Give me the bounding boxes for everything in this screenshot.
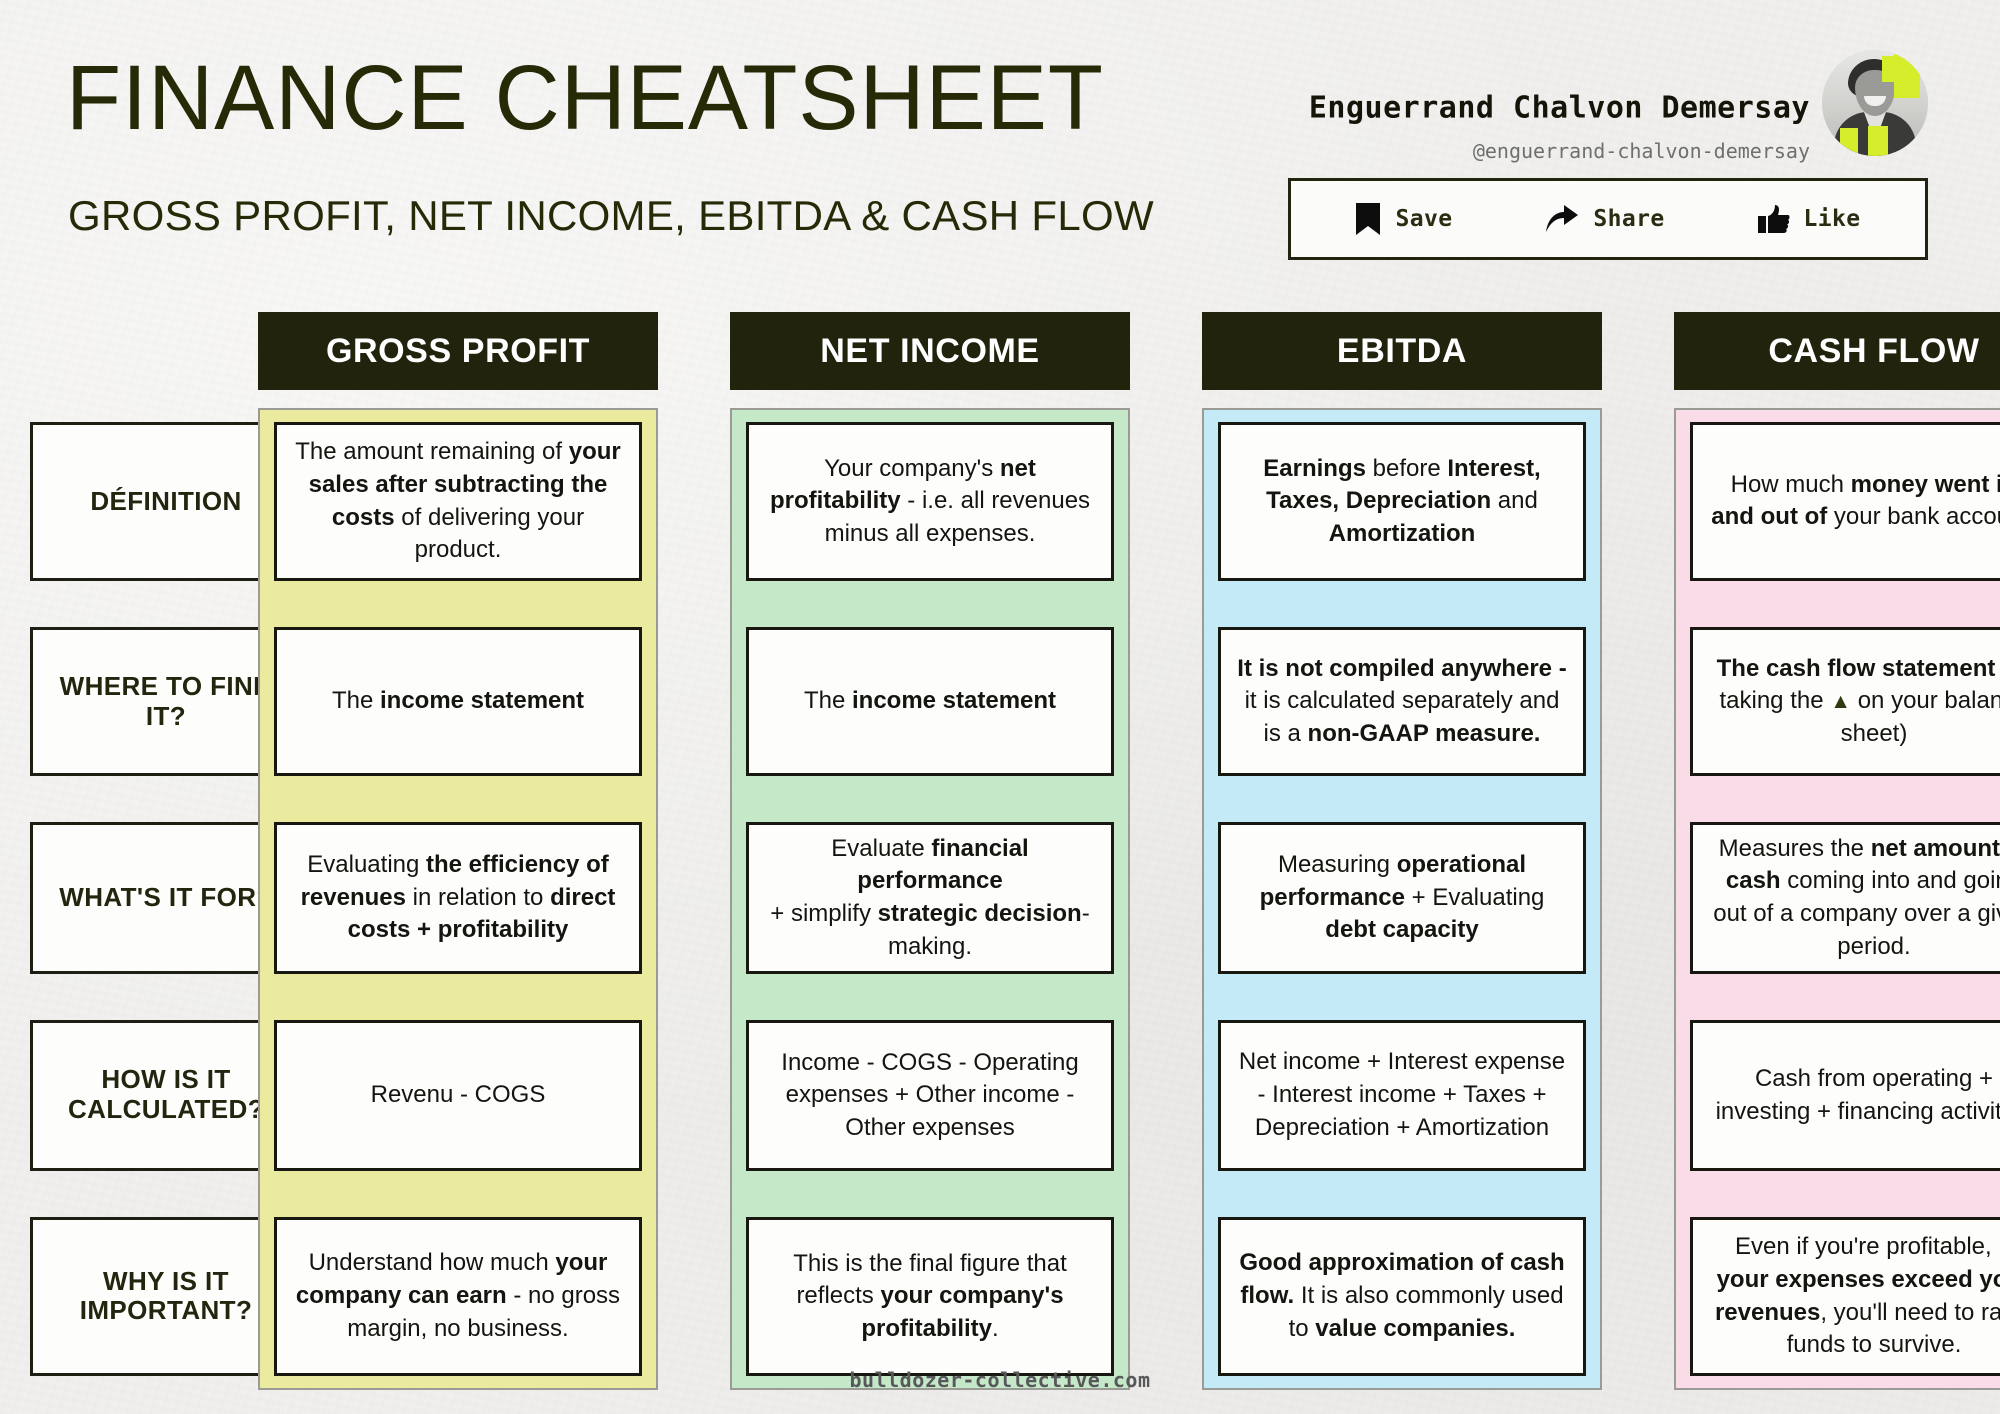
- save-button[interactable]: Save: [1355, 202, 1452, 236]
- row-label-d-finition: DÉFINITION: [30, 422, 302, 582]
- column-header-row: GROSS PROFIT NET INCOME EBITDA CASH FLOW: [30, 312, 2000, 390]
- row-label-why-is-it-important: WHY IS IT IMPORTANT?: [30, 1216, 302, 1377]
- column-header-label: EBITDA: [1336, 331, 1468, 370]
- cell-net_income-row4: Income - COGS - Operating expenses + Oth…: [746, 1020, 1114, 1172]
- cell-text: Evaluating the efficiency of revenues in…: [300, 851, 616, 944]
- row-label-text: WHY IS IT IMPORTANT?: [79, 1265, 253, 1326]
- avatar-accent-shape: [1840, 128, 1858, 156]
- column-header-label: CASH FLOW: [1768, 331, 1980, 370]
- cell-net_income-row2: The income statement: [746, 626, 1114, 777]
- cell-text: How much money went in and out of your b…: [1711, 470, 2000, 531]
- column-header-ebitda: EBITDA: [1202, 312, 1602, 390]
- cell-cash_flow-row4: Cash from operating + investing + financ…: [1690, 1020, 2000, 1172]
- cell-text: Even if you're profitable, if your expen…: [1714, 1233, 2000, 1359]
- row-label-text: HOW IS IT CALCULATED?: [68, 1064, 264, 1125]
- author-name: Enguerrand Chalvon Demersay: [1308, 90, 1810, 126]
- cell-gross_profit-row2: The income statement: [274, 627, 642, 777]
- cell-cash_flow-row1: How much money went in and out of your b…: [1690, 422, 2000, 581]
- page-subtitle: GROSS PROFIT, NET INCOME, EBITDA & CASH …: [68, 192, 1154, 239]
- cell-ebitda-row5: Good approximation of cash flow. It is a…: [1218, 1216, 1586, 1377]
- cell-net_income-row5: This is the final figure that reflects y…: [746, 1217, 1114, 1377]
- cell-text: It is not compiled anywhere - it is calc…: [1237, 654, 1567, 748]
- cell-text: Cash from operating + investing + financ…: [1715, 1064, 2000, 1125]
- cell-gross_profit-row5: Understand how much your company can ear…: [274, 1216, 642, 1377]
- row-label-how-is-it-calculated: HOW IS IT CALCULATED?: [30, 1019, 302, 1171]
- author-block: Enguerrand Chalvon Demersay @enguerrand-…: [1308, 48, 1928, 163]
- cell-text: Net income + Interest expense - Interest…: [1238, 1048, 1566, 1141]
- share-arrow-icon: [1546, 205, 1579, 232]
- row-label-where-to-find-it: WHERE TO FIND IT?: [30, 627, 302, 777]
- column-header-label: NET INCOME: [820, 331, 1040, 370]
- avatar-accent-shape: [1868, 126, 1888, 156]
- column-header-net-income: NET INCOME: [730, 312, 1130, 390]
- avatar-accent-shape: [1882, 56, 1894, 82]
- cell-cash_flow-row2: The cash flow statement (or taking the ▲…: [1690, 626, 2000, 777]
- cell-text: The income statement: [803, 687, 1057, 715]
- save-button-label: Save: [1395, 206, 1453, 232]
- author-handle: @enguerrand-chalvon-demersay: [1472, 139, 1810, 163]
- cell-ebitda-row1: Earnings before Interest, Taxes, Depreci…: [1218, 422, 1586, 582]
- row-label-text: WHERE TO FIND IT?: [59, 670, 273, 731]
- thumbs-up-icon: [1757, 205, 1790, 233]
- row-label-what-s-it-for: WHAT'S IT FOR?: [30, 822, 302, 974]
- cell-net_income-row1: Your company's net profitability - i.e. …: [746, 422, 1114, 581]
- cell-text: Understand how much your company can ear…: [295, 1249, 621, 1342]
- cell-cash_flow-row3: Measures the net amount of cash coming i…: [1690, 822, 2000, 975]
- column-header-cash-flow: CASH FLOW: [1674, 312, 2000, 390]
- cell-text: Evaluate financial performance+ simplify…: [770, 834, 1090, 960]
- cell-text: Good approximation of cash flow. It is a…: [1239, 1249, 1565, 1342]
- cell-text: The amount remaining of your sales after…: [295, 438, 621, 564]
- row-label-text: DÉFINITION: [90, 485, 242, 516]
- column-body-gross-profit: The amount remaining of your sales after…: [258, 408, 658, 1390]
- column-header-label: GROSS PROFIT: [325, 331, 591, 370]
- cell-gross_profit-row4: Revenu - COGS: [274, 1019, 642, 1171]
- cell-text: Your company's net profitability - i.e. …: [769, 454, 1091, 547]
- cell-net_income-row3: Evaluate financial performance+ simplify…: [746, 822, 1114, 975]
- share-button[interactable]: Share: [1545, 204, 1664, 234]
- column-body-net-income: Your company's net profitability - i.e. …: [730, 408, 1130, 1390]
- cell-text: This is the final figure that reflects y…: [793, 1249, 1067, 1342]
- like-button[interactable]: Like: [1757, 204, 1861, 234]
- column-body-cash-flow: How much money went in and out of your b…: [1674, 408, 2000, 1390]
- page-header: FINANCE CHEATSHEET GROSS PROFIT, NET INC…: [0, 0, 2000, 300]
- bookmark-icon: [1356, 203, 1381, 235]
- cell-cash_flow-row5: Even if you're profitable, if your expen…: [1690, 1217, 2000, 1377]
- row-label-text: WHAT'S IT FOR?: [59, 882, 273, 913]
- cell-ebitda-row3: Measuring operational performance + Eval…: [1218, 822, 1586, 974]
- cell-gross_profit-row3: Evaluating the efficiency of revenues in…: [274, 822, 642, 974]
- page-title: FINANCE CHEATSHEET: [66, 47, 1104, 149]
- cell-text: Measuring operational performance + Eval…: [1259, 851, 1545, 944]
- cell-text: Revenu - COGS: [370, 1080, 546, 1108]
- footer-site: bulldozer-collective.com: [849, 1368, 1151, 1392]
- cell-text: The income statement: [331, 687, 585, 715]
- cell-text: The cash flow statement (or taking the ▲…: [1716, 654, 2000, 747]
- avatar-smile: [1864, 96, 1886, 106]
- cell-text: Measures the net amount of cash coming i…: [1713, 834, 2000, 960]
- action-bar: Save Share Like: [1288, 178, 1928, 260]
- column-header-gross-profit: GROSS PROFIT: [258, 312, 658, 390]
- cell-ebitda-row2: It is not compiled anywhere - it is calc…: [1218, 627, 1586, 777]
- avatar: [1822, 50, 1928, 156]
- avatar-accent-shape: [1894, 54, 1920, 98]
- cell-text: Income - COGS - Operating expenses + Oth…: [781, 1048, 1079, 1141]
- column-body-ebitda: Earnings before Interest, Taxes, Depreci…: [1202, 408, 1602, 1390]
- cell-ebitda-row4: Net income + Interest expense - Interest…: [1218, 1019, 1586, 1171]
- like-button-label: Like: [1803, 206, 1861, 232]
- cell-gross_profit-row1: The amount remaining of your sales after…: [274, 422, 642, 582]
- cell-text: Earnings before Interest, Taxes, Depreci…: [1263, 454, 1541, 547]
- share-button-label: Share: [1593, 206, 1665, 232]
